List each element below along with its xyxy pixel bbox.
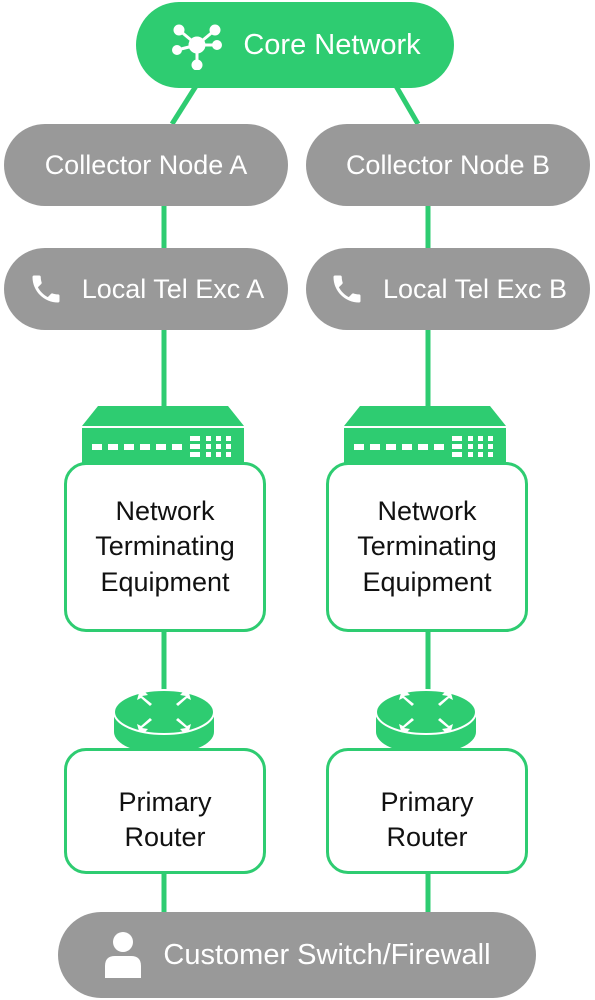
connector-core-b <box>393 84 421 126</box>
nte-box-b: Network Terminating Equipment <box>326 462 528 632</box>
primary-router-box-a: Primary Router <box>64 748 266 874</box>
router-a-label: Primary Router <box>118 786 212 852</box>
customer-switch-firewall-label: Customer Switch/Firewall <box>163 938 491 971</box>
core-network-label: Core Network <box>243 28 421 61</box>
user-icon <box>103 930 143 980</box>
phone-icon <box>329 271 365 307</box>
customer-switch-firewall: Customer Switch/Firewall <box>58 912 536 998</box>
nte-b-label: Network Terminating Equipment <box>357 496 497 597</box>
phone-icon <box>28 271 64 307</box>
router-b-label: Primary Router <box>380 786 474 852</box>
collector-node-b: Collector Node B <box>306 124 590 206</box>
local-tel-exc-b: Local Tel Exc B <box>306 248 590 330</box>
router-icon <box>375 689 477 754</box>
local-tel-exc-b-label: Local Tel Exc B <box>382 273 568 304</box>
collector-node-a-label: Collector Node A <box>44 149 248 180</box>
local-tel-exc-a-label: Local Tel Exc A <box>81 273 265 304</box>
primary-router-box-b: Primary Router <box>326 748 528 874</box>
network-hub-icon <box>169 20 225 70</box>
connector-core-a <box>169 84 199 126</box>
collector-node-b-label: Collector Node B <box>345 149 551 180</box>
core-network-node: Core Network <box>136 2 454 88</box>
router-icon <box>113 689 215 754</box>
local-tel-exc-a: Local Tel Exc A <box>4 248 288 330</box>
nte-a-label: Network Terminating Equipment <box>95 496 235 597</box>
network-terminating-device-icon <box>344 406 506 468</box>
nte-box-a: Network Terminating Equipment <box>64 462 266 632</box>
collector-node-a: Collector Node A <box>4 124 288 206</box>
network-terminating-device-icon <box>82 406 244 468</box>
